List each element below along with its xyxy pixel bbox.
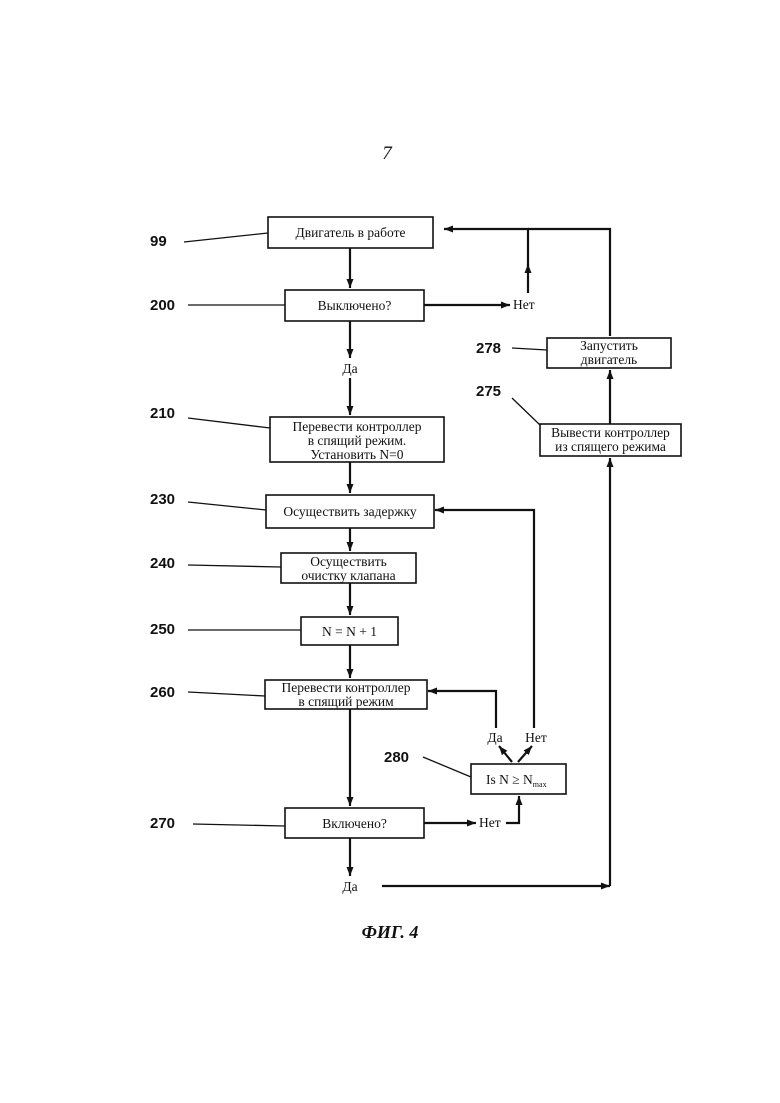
box-200-text: Выключено? [318, 298, 392, 313]
label-no-270: Нет [479, 815, 501, 830]
ref-278: 278 [476, 340, 501, 357]
leader-260 [188, 692, 265, 696]
leader-275 [512, 398, 540, 425]
box-270-text: Включено? [322, 816, 387, 831]
box-278-text-1: Запустить [580, 338, 638, 353]
ref-275: 275 [476, 383, 501, 400]
box-260-text-2: в спящий режим [298, 694, 394, 709]
arrow-280-to-no [518, 746, 532, 762]
box-278-text-2: двигатель [581, 352, 637, 367]
ref-260: 260 [150, 684, 175, 701]
leader-230 [188, 502, 266, 510]
reference-numbers: 99 200 210 230 240 250 260 270 280 275 2… [150, 233, 501, 832]
ref-280: 280 [384, 749, 409, 766]
ref-200: 200 [150, 297, 175, 314]
label-yes-280: Да [487, 730, 502, 745]
leader-270 [193, 824, 285, 826]
leader-99 [184, 233, 268, 242]
label-yes-200: Да [342, 361, 357, 376]
line-no-to-99 [444, 229, 528, 266]
box-280-subscript: max [533, 780, 547, 789]
box-99-text: Двигатель в работе [296, 225, 406, 240]
ref-230: 230 [150, 491, 175, 508]
box-240-text-1: Осуществить [310, 554, 387, 569]
box-210-text-3: Установить N=0 [310, 447, 403, 462]
box-250-text: N = N + 1 [322, 624, 377, 639]
box-275-text-2: из спящего режима [555, 439, 666, 454]
leader-210 [188, 418, 270, 428]
leader-278 [512, 348, 547, 350]
ref-240: 240 [150, 555, 175, 572]
ref-99: 99 [150, 233, 167, 250]
arrow-280-to-yes [499, 746, 512, 762]
label-no-280: Нет [525, 730, 547, 745]
label-no-200: Нет [513, 297, 535, 312]
box-240-text-2: очистку клапана [301, 568, 395, 583]
box-280-main: Is N ≥ N [486, 772, 533, 787]
box-260-text-1: Перевести контроллер [281, 680, 410, 695]
branch-labels: Нет Да Нет Да Да Нет [342, 297, 547, 894]
box-210-text-2: в спящий режим. [308, 433, 407, 448]
ref-270: 270 [150, 815, 175, 832]
label-yes-270: Да [342, 879, 357, 894]
leader-280 [423, 757, 471, 777]
leader-240 [188, 565, 281, 567]
box-210-text-1: Перевести контроллер [292, 419, 421, 434]
box-275-text-1: Вывести контроллер [551, 425, 670, 440]
arrow-no-to-280 [506, 796, 519, 823]
arrow-no280-to-230 [435, 510, 534, 728]
ref-250: 250 [150, 621, 175, 638]
box-230-text: Осуществить задержку [283, 504, 417, 519]
line-278-to-99 [528, 229, 610, 336]
ref-210: 210 [150, 405, 175, 422]
arrow-yes280-to-260 [428, 691, 496, 728]
